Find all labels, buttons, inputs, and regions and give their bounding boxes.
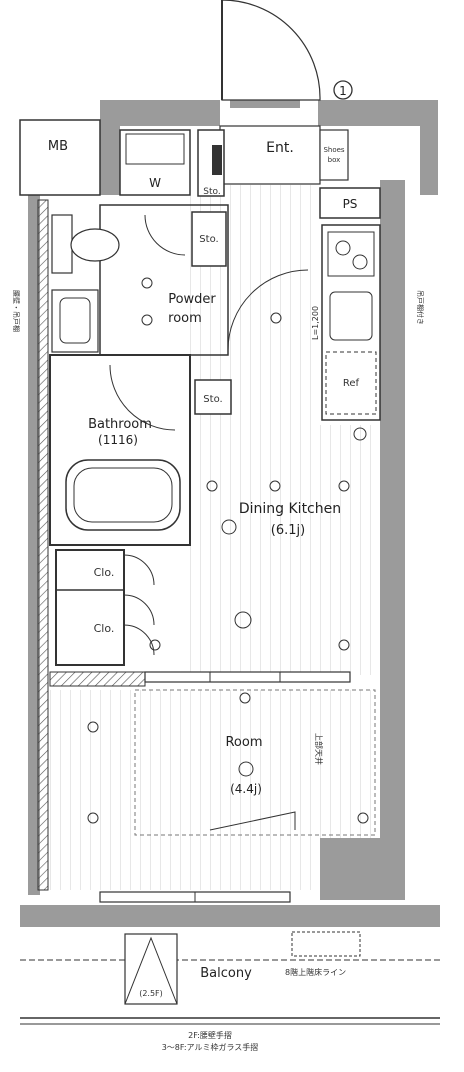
fixtures	[87, 277, 369, 824]
ps-box	[319, 187, 381, 219]
bathroom-size: (1116)	[98, 433, 138, 447]
refrigerator-label: Ref	[343, 378, 360, 389]
shoes-box-label-1: Shoes	[323, 146, 344, 154]
storage-2-label: Sto.	[199, 234, 218, 245]
storage-3-label: Sto.	[203, 394, 222, 405]
hatched-wall	[37, 199, 49, 891]
ps-label: PS	[343, 197, 358, 211]
closet-1-label: Clo.	[94, 566, 115, 579]
room-note: 上部天井	[314, 733, 324, 765]
closets	[55, 549, 155, 666]
storage-2	[191, 211, 227, 267]
entrance-area	[219, 125, 321, 185]
storage-1-label: Sto.	[203, 187, 220, 197]
room-outline	[134, 689, 376, 836]
bathroom-label: Bathroom	[88, 417, 152, 432]
room-size: (4.4j)	[230, 782, 262, 796]
sliding-partition	[49, 671, 351, 687]
shoes-box	[319, 129, 349, 181]
side-note-right: 吊戸棚付き	[416, 290, 425, 325]
storage-3	[194, 379, 232, 415]
entrance-door	[221, 0, 321, 101]
balcony: (2.5F)	[20, 931, 440, 1025]
balcony-line-note: 8階上階床ライン	[285, 967, 346, 977]
balcony-label: Balcony	[200, 966, 252, 981]
closet-2-label: Clo.	[94, 622, 115, 635]
washer-label: W	[149, 176, 161, 190]
toilet	[51, 214, 120, 274]
footer-line-2: 3～8F:アルミ枠ガラス手摺	[162, 1042, 259, 1052]
powder-room-label-1: Powder	[168, 292, 216, 307]
balcony-box-label: (2.5F)	[139, 989, 163, 998]
mb-box	[19, 119, 101, 196]
bathroom	[49, 354, 191, 546]
dining-kitchen-size: (6.1j)	[271, 523, 305, 538]
column-marker-label: 1	[339, 84, 347, 98]
kitchen-counter: Ref	[321, 224, 381, 421]
walls	[20, 100, 440, 927]
bathroom-door	[109, 364, 176, 431]
powder-room-door	[227, 269, 309, 351]
side-note-left: 腰壁・吊戸棚	[12, 290, 21, 332]
balcony-window	[99, 811, 296, 903]
room-label: Room	[225, 735, 262, 750]
shoes-box-label-2: box	[328, 156, 341, 164]
footer-line-1: 2F:腰壁手摺	[188, 1030, 232, 1040]
dining-kitchen-label: Dining Kitchen	[239, 501, 341, 517]
entrance-label: Ent.	[266, 140, 294, 156]
bathtub	[65, 459, 181, 531]
column-marker	[333, 80, 353, 100]
powder-room-label-2: room	[168, 311, 202, 326]
kitchen-dimension: L=1,200	[311, 306, 320, 340]
mb-label: MB	[48, 139, 68, 154]
